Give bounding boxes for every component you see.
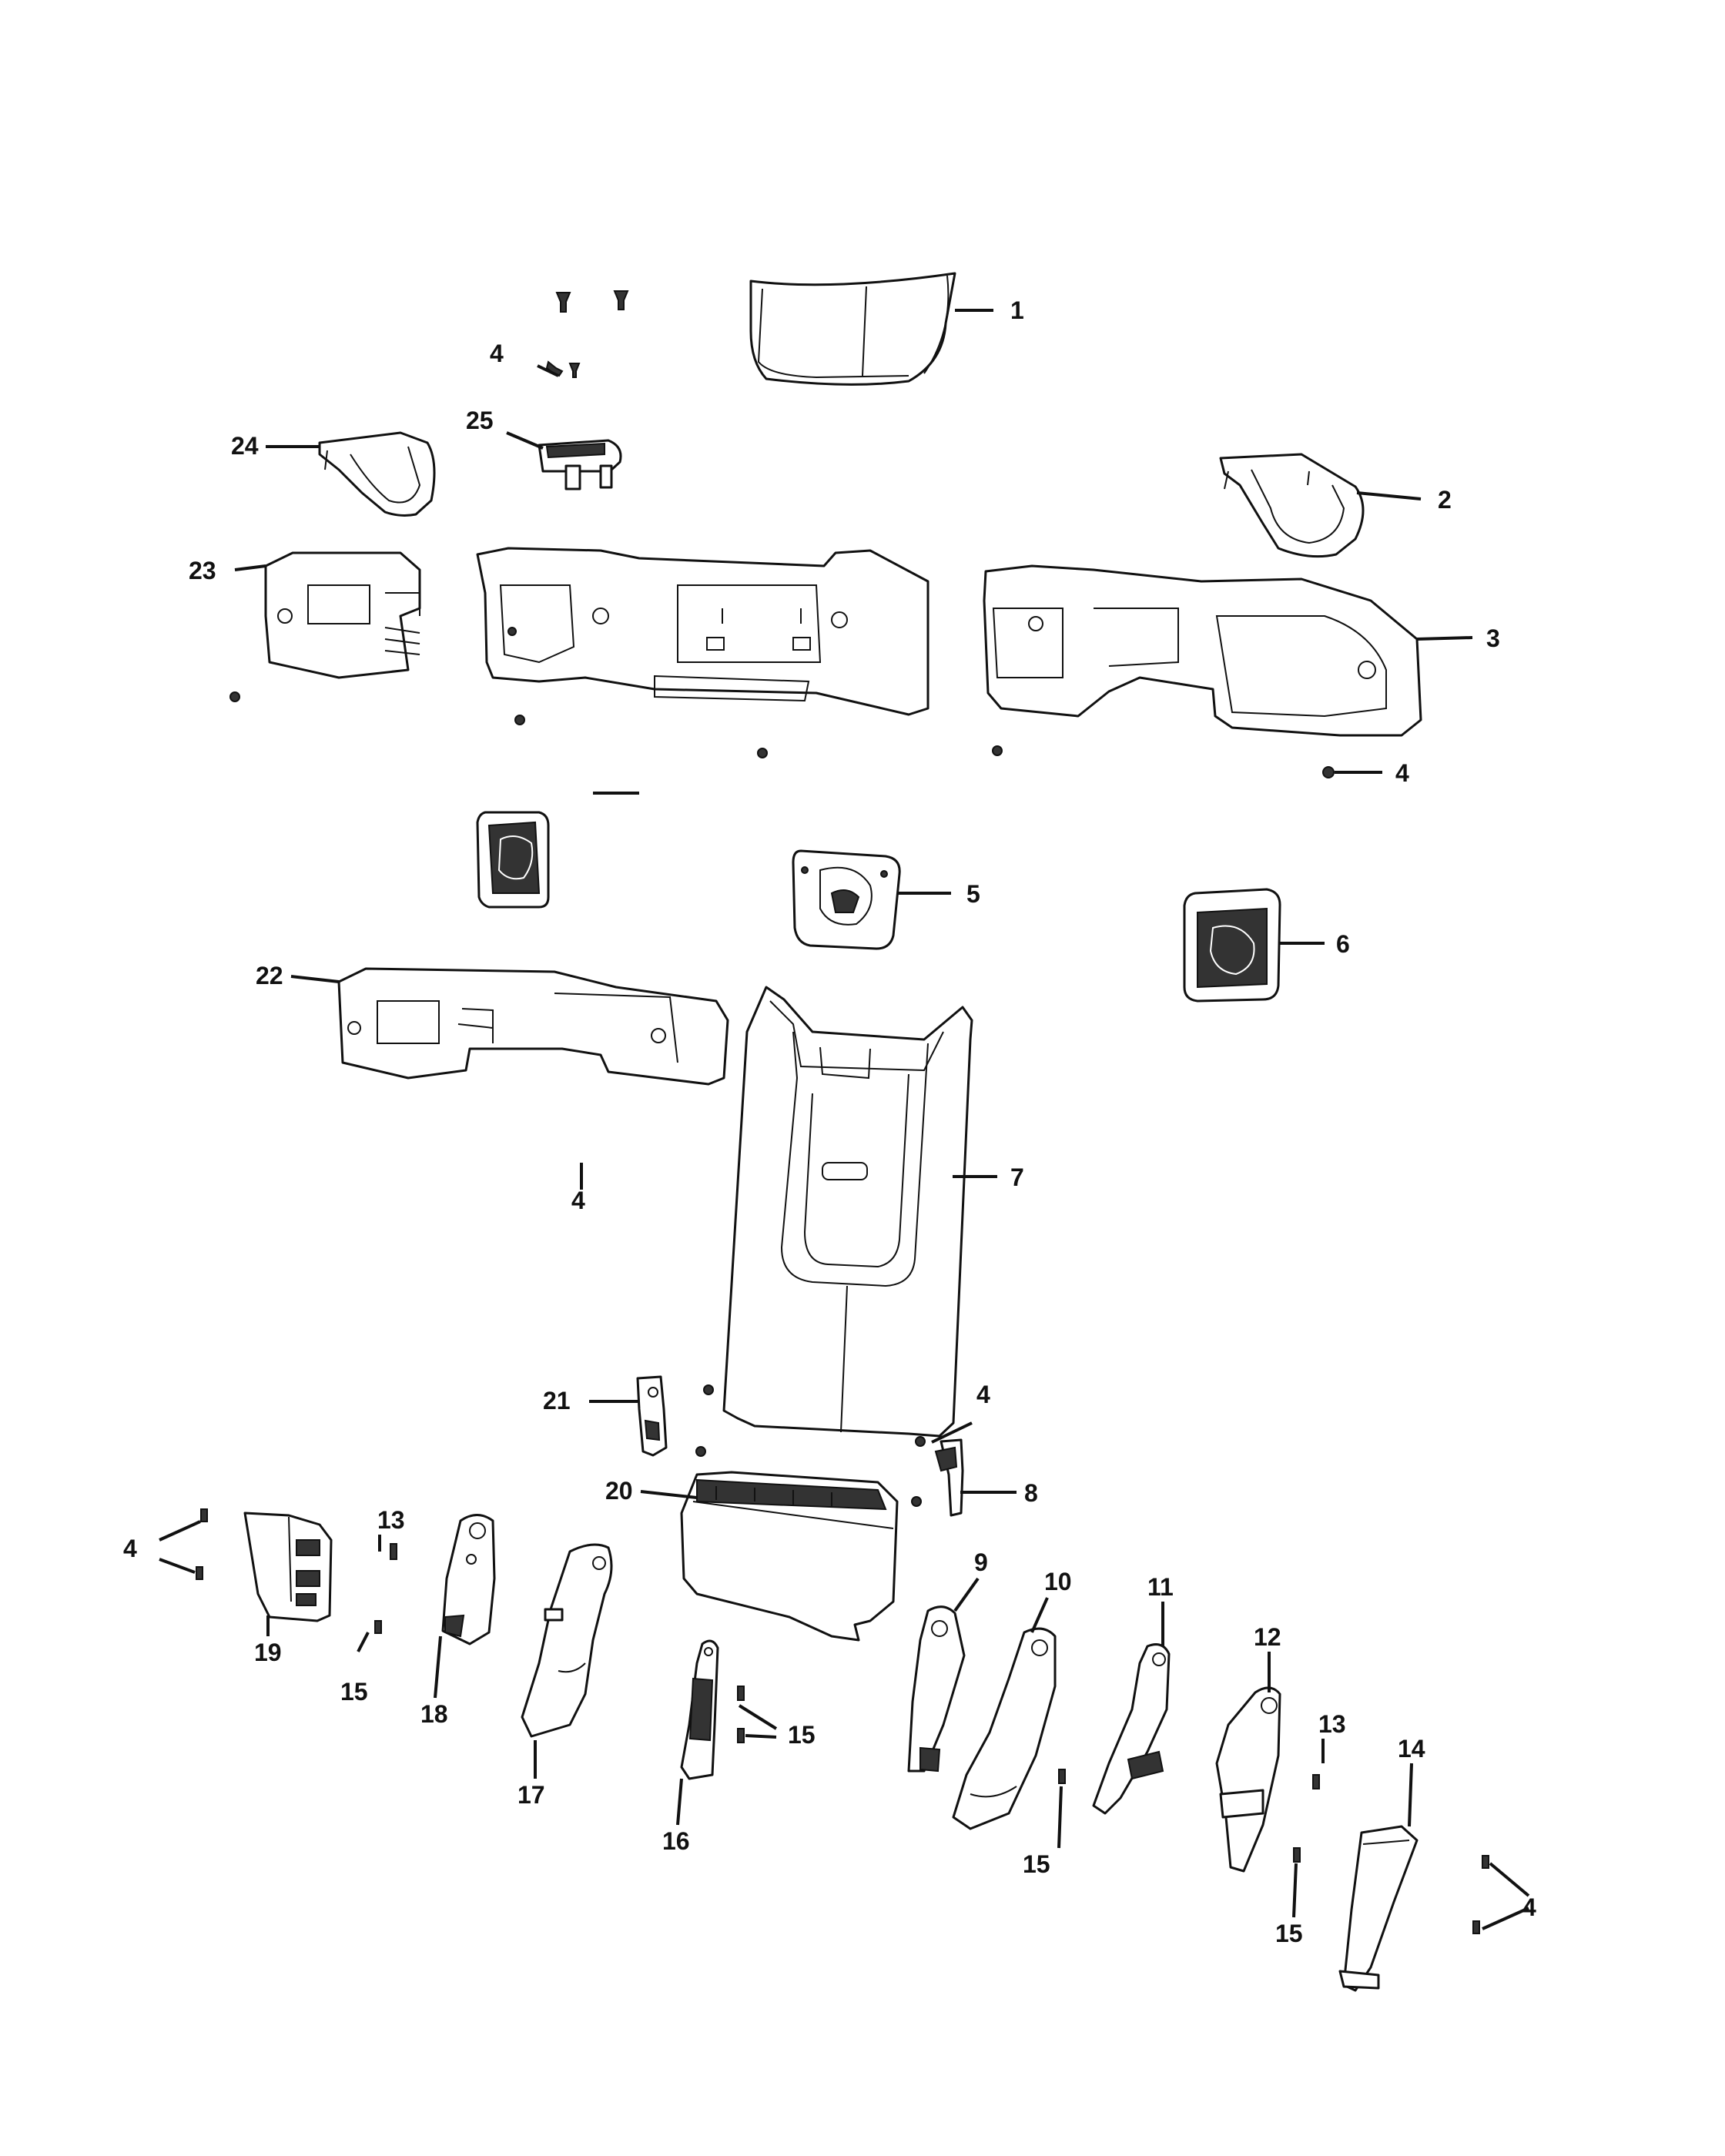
callout-6: 6 — [1336, 930, 1350, 958]
callout-15-center: 15 — [788, 1721, 816, 1749]
part-19-bracket — [243, 1512, 333, 1622]
screw-group-lower — [196, 1384, 1489, 1934]
callout-23: 23 — [189, 557, 216, 584]
callout-19: 19 — [254, 1639, 282, 1666]
callout-5: 5 — [966, 880, 980, 908]
callout-4-left: 4 — [123, 1535, 137, 1562]
part-3-trim-panel — [983, 564, 1422, 737]
callout-13-right: 13 — [1318, 1710, 1346, 1738]
callout-4-center: 4 — [976, 1381, 990, 1408]
callout-15-mid: 15 — [1023, 1850, 1050, 1878]
part-9-bracket — [907, 1605, 966, 1773]
part-18-bracket — [441, 1514, 496, 1645]
callout-20: 20 — [605, 1477, 633, 1505]
callout-22: 22 — [256, 962, 283, 989]
part-10-bracket — [952, 1627, 1057, 1830]
callout-8: 8 — [1024, 1479, 1038, 1507]
callout-15-right: 15 — [1275, 1920, 1303, 1947]
screw-group-mid — [229, 627, 1335, 778]
callout-21: 21 — [543, 1387, 571, 1414]
callout-11: 11 — [1147, 1573, 1174, 1601]
part-20-cushion — [680, 1471, 899, 1642]
part-2-cover — [1219, 453, 1365, 558]
part-8-latch — [934, 1438, 964, 1517]
part-6-vent-grille — [1183, 888, 1281, 1003]
screw-group-top — [545, 290, 629, 378]
callout-16: 16 — [662, 1827, 690, 1855]
callout-7: 7 — [1010, 1163, 1024, 1191]
callout-9: 9 — [974, 1548, 988, 1576]
callout-24: 24 — [231, 432, 259, 460]
callout-13-left: 13 — [377, 1506, 405, 1534]
part-5-vent-grille — [792, 849, 901, 950]
callout-2: 2 — [1438, 486, 1452, 514]
part-24-cover — [318, 431, 436, 517]
callout-17: 17 — [518, 1781, 545, 1809]
part-25-clip — [538, 439, 622, 490]
part-16-rail — [680, 1639, 719, 1780]
vent-grille-left — [476, 811, 550, 909]
callout-12: 12 — [1254, 1623, 1281, 1651]
callout-10: 10 — [1044, 1568, 1072, 1595]
part-14-bracket — [1338, 1825, 1419, 1992]
callout-1: 1 — [1010, 296, 1024, 324]
callout-25: 25 — [466, 407, 494, 434]
callout-4-top: 4 — [490, 340, 504, 367]
part-22-trim-panel — [337, 967, 729, 1086]
callout-4-right: 4 — [1395, 759, 1409, 787]
callout-4-mid: 4 — [571, 1187, 585, 1214]
callout-14: 14 — [1398, 1735, 1425, 1763]
part-11-bracket — [1092, 1643, 1171, 1815]
part-7-back-panel — [722, 986, 973, 1438]
callout-labels: 1 2 3 4 4 4 4 4 4 5 6 7 8 9 10 11 12 13 … — [123, 296, 1536, 1947]
part-1-tray — [749, 272, 956, 386]
part-23-trim-panel — [264, 551, 421, 679]
upper-trim-center — [476, 547, 929, 716]
part-21-bracket — [636, 1375, 668, 1457]
part-12-bracket — [1215, 1686, 1281, 1873]
leader-lines — [159, 309, 1530, 1930]
callout-18: 18 — [420, 1700, 448, 1728]
part-17-bracket — [521, 1543, 613, 1738]
callout-3: 3 — [1486, 624, 1500, 652]
callout-15-left: 15 — [340, 1678, 368, 1706]
callout-4-bottom: 4 — [1522, 1893, 1536, 1921]
